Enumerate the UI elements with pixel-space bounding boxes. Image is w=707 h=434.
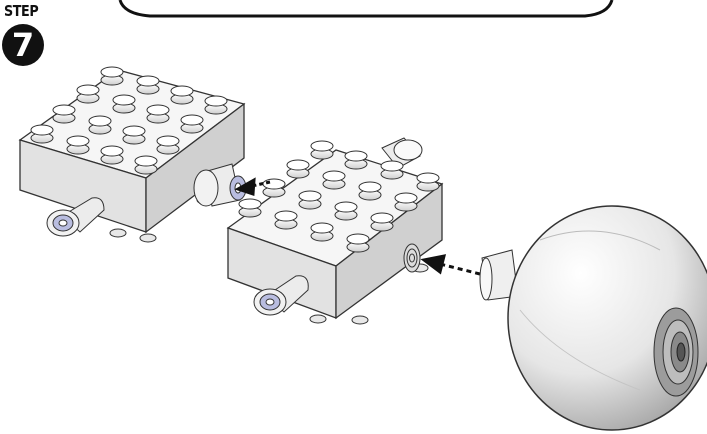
left-brick (20, 67, 246, 242)
middle-brick-side-socket (404, 244, 420, 272)
insert-arrow-right (424, 256, 480, 274)
callout-box-edge (120, 0, 612, 16)
middle-brick (228, 138, 442, 324)
ball-wheel (480, 206, 707, 430)
ball-wheel-hub (654, 308, 698, 396)
